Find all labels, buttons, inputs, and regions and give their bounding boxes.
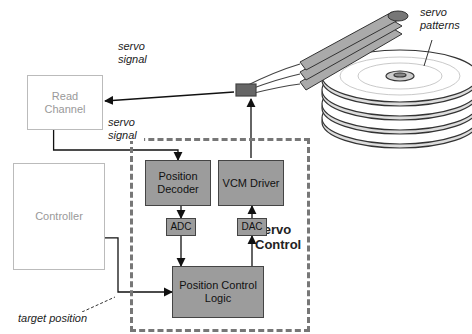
decoder-box: Position Decoder (145, 160, 211, 206)
box-label: Position Decoder (148, 170, 208, 195)
box-label: DAC (241, 221, 262, 233)
box-label: Controller (35, 210, 83, 223)
signal-arrow (251, 206, 252, 218)
signal-label: servo signal (116, 40, 154, 65)
signal-arrow (251, 236, 252, 266)
actuator-arms (300, 11, 408, 90)
signal-arrow (180, 206, 181, 218)
converter-box: DAC (237, 218, 267, 236)
signal-arrow (105, 238, 172, 292)
vcm-driver-box: VCM Driver (218, 160, 284, 206)
leader-line (424, 40, 432, 66)
read-channel-box: Read Channel (27, 75, 103, 130)
callout-label: servo patterns (418, 6, 466, 31)
leader-line (82, 297, 115, 312)
signal-arrow (180, 236, 181, 266)
box-label: ADC (170, 221, 191, 233)
vcm-drive-wire (250, 99, 251, 158)
box-label: VCM Driver (223, 177, 280, 190)
converter-box: ADC (166, 218, 196, 236)
controller-box: Controller (13, 163, 105, 270)
edge-label: target position (16, 312, 89, 325)
servo-control-region: Servo ControlPosition DecoderVCM DriverA… (130, 138, 310, 332)
flex-cable (236, 64, 300, 96)
box-label: Read Channel (30, 90, 100, 115)
box-label: Position Control Logic (175, 279, 261, 304)
edge-label: servo signal (106, 116, 144, 141)
servo-signal-wire (105, 92, 234, 101)
control-logic-box: Position Control Logic (172, 266, 264, 318)
